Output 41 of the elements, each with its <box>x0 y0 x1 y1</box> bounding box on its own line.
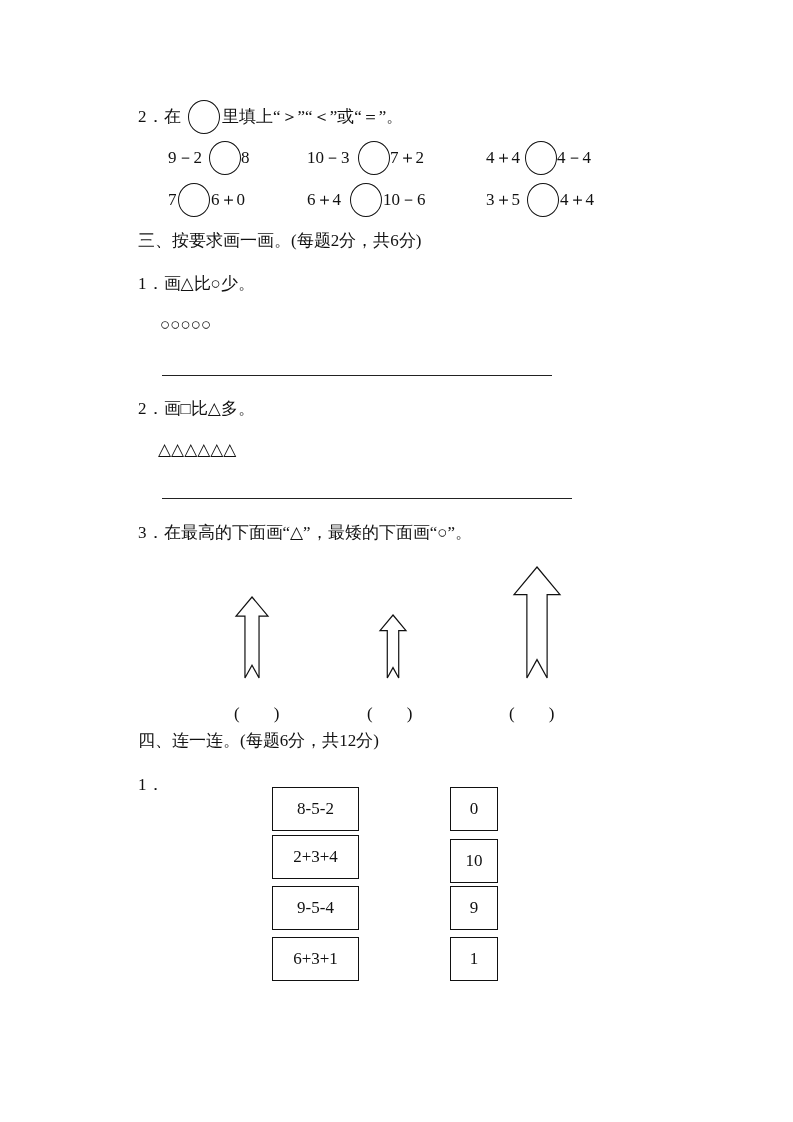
expression-text: 10 <box>465 851 483 871</box>
question-text: △△△△△△ <box>158 439 237 461</box>
question-text: ○○○○○ <box>160 314 212 336</box>
question-text: 10－3 <box>307 147 350 169</box>
expression-box <box>272 937 359 981</box>
question-text: 2．画□比△多。 <box>138 398 255 420</box>
question-text: 8 <box>241 147 250 169</box>
expression-text: 1 <box>469 949 479 969</box>
question-text: ( ) <box>509 703 555 725</box>
question-text: 三、按要求画一画。(每题2分，共6分) <box>138 230 422 252</box>
question-text: 6＋0 <box>211 189 245 211</box>
question-text: 3＋5 <box>486 189 520 211</box>
question-text: 10－6 <box>383 189 426 211</box>
question-text: 4＋4 <box>486 147 520 169</box>
expression-text: 9-5-4 <box>297 898 334 918</box>
expression-text: 6+3+1 <box>293 949 338 969</box>
question-text: 4－4 <box>557 147 591 169</box>
question-text: 1． <box>138 774 164 796</box>
question-text: 7＋2 <box>390 147 424 169</box>
expression-box <box>272 787 359 831</box>
question-text: 2．在 <box>138 106 181 128</box>
question-text: 6＋4 <box>307 189 341 211</box>
expression-text: 9 <box>469 898 479 918</box>
question-text: 7 <box>168 189 177 211</box>
question-text: 9－2 <box>168 147 202 169</box>
expression-text: 8-5-2 <box>297 799 334 819</box>
expression-box <box>450 886 498 930</box>
question-text: ( ) <box>234 703 280 725</box>
question-text: ( ) <box>367 703 413 725</box>
question-text: 里填上“＞”“＜”或“＝”。 <box>222 106 404 128</box>
expression-box <box>272 835 359 879</box>
expression-box <box>450 839 498 883</box>
expression-box <box>450 937 498 981</box>
question-text: 四、连一连。(每题6分，共12分) <box>138 730 379 752</box>
expression-box <box>272 886 359 930</box>
expression-text: 2+3+4 <box>293 847 338 867</box>
question-text: 3．在最高的下面画“△”，最矮的下面画“○”。 <box>138 522 473 544</box>
expression-box <box>450 787 498 831</box>
question-text: 1．画△比○少。 <box>138 273 255 295</box>
question-text: 4＋4 <box>560 189 594 211</box>
expression-text: 0 <box>469 799 479 819</box>
